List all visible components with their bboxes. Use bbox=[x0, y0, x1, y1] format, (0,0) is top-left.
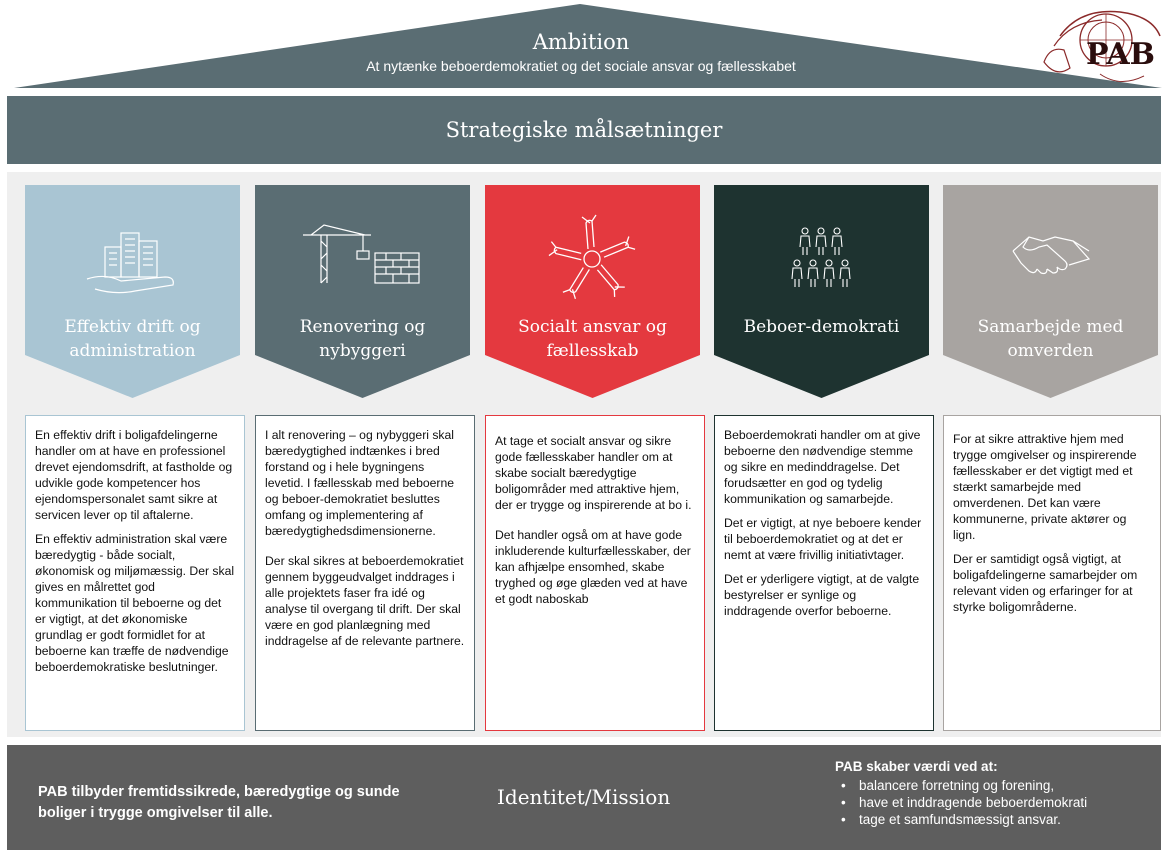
people-group-icon bbox=[791, 227, 851, 287]
description-paragraph: En effektiv administration skal være bær… bbox=[35, 532, 235, 674]
pillar-title: Renovering og nybyggeri bbox=[299, 317, 426, 361]
pillar-shape bbox=[485, 185, 700, 398]
values-heading: PAB skaber værdi ved at: bbox=[835, 759, 998, 774]
joined-hands-icon bbox=[548, 214, 636, 300]
pillar-shape bbox=[255, 185, 470, 398]
description-paragraph: Der er samtidigt også vigtigt, at boliga… bbox=[953, 552, 1138, 614]
goals-title: Strategiske målsætninger bbox=[445, 118, 723, 142]
values-list-item: balancere forretning og forening, bbox=[835, 777, 1087, 794]
description-paragraph: Beboerdemokrati handler om at give beboe… bbox=[724, 428, 921, 506]
pillar-beboerdemokrati: Beboer-demokrati bbox=[714, 185, 929, 398]
pab-logo: PAB bbox=[1043, 10, 1161, 82]
pillar-title: Effektiv drift og administration bbox=[64, 317, 201, 361]
buildings-hand-icon bbox=[86, 232, 174, 294]
values-list: balancere forretning og forening, have e… bbox=[835, 777, 1087, 828]
crane-bricks-icon bbox=[303, 224, 420, 284]
mission-statement: PAB tilbyder fremtidssikrede, bæredygtig… bbox=[38, 784, 400, 821]
pillar-samarbejde: Samarbejde med omverden bbox=[943, 185, 1158, 398]
goals-band: Strategiske målsætninger bbox=[7, 96, 1161, 164]
handshake-icon bbox=[1012, 236, 1091, 275]
mission-title: Identitet/Mission bbox=[497, 785, 671, 809]
description-paragraph: Det er yderligere vigtigt, at de valgte … bbox=[724, 572, 920, 618]
roof-shape bbox=[14, 4, 1162, 88]
svg-text:PAB: PAB bbox=[1086, 37, 1155, 72]
values-list-item: have et inddragende beboerdemokrati bbox=[835, 794, 1087, 811]
pillar-effektiv-drift: Effektiv drift og administration bbox=[25, 185, 240, 398]
pillar-shape bbox=[714, 185, 929, 398]
ambition-title: Ambition bbox=[532, 30, 630, 54]
description-box-effektiv-drift: En effektiv drift i boligafdelingerne ha… bbox=[25, 415, 245, 731]
description-box-renovering: I alt renovering – og nybyggeri skal bær… bbox=[255, 415, 475, 731]
ambition-subtitle: At nytænke beboerdemokratiet og det soci… bbox=[366, 58, 796, 74]
description-paragraph: For at sikre attraktive hjem med trygge … bbox=[953, 432, 1137, 542]
description-paragraph: Det er vigtigt, at nye beboere kender ti… bbox=[724, 516, 922, 562]
pillar-shape bbox=[943, 185, 1158, 398]
mission-band: PAB tilbyder fremtidssikrede, bæredygtig… bbox=[7, 745, 1161, 850]
values-list-item: tage et samfundsmæssigt ansvar. bbox=[835, 811, 1087, 828]
pillar-title: Beboer-demokrati bbox=[743, 317, 900, 337]
pillar-socialt-ansvar: Socialt ansvar og fællesskab bbox=[485, 185, 700, 398]
pillar-renovering: Renovering og nybyggeri bbox=[255, 185, 470, 398]
description-paragraph: At tage et socialt ansvar og sikre gode … bbox=[495, 434, 692, 512]
description-box-samarbejde: For at sikre attraktive hjem med trygge … bbox=[943, 415, 1161, 731]
pillar-title: Samarbejde med omverden bbox=[977, 317, 1124, 361]
pillar-title: Socialt ansvar og fællesskab bbox=[518, 317, 667, 361]
description-box-socialt-ansvar: At tage et socialt ansvar og sikre gode … bbox=[485, 415, 705, 731]
description-paragraph: En effektiv drift i boligafdelingerne ha… bbox=[35, 428, 233, 522]
description-paragraph: Der skal sikres at beboerdemokratiet gen… bbox=[265, 554, 465, 648]
description-box-beboerdemokrati: Beboerdemokrati handler om at give beboe… bbox=[714, 415, 934, 731]
description-paragraph: I alt renovering – og nybyggeri skal bær… bbox=[265, 428, 455, 538]
description-paragraph: Det handler også om at have gode inklude… bbox=[495, 528, 691, 606]
